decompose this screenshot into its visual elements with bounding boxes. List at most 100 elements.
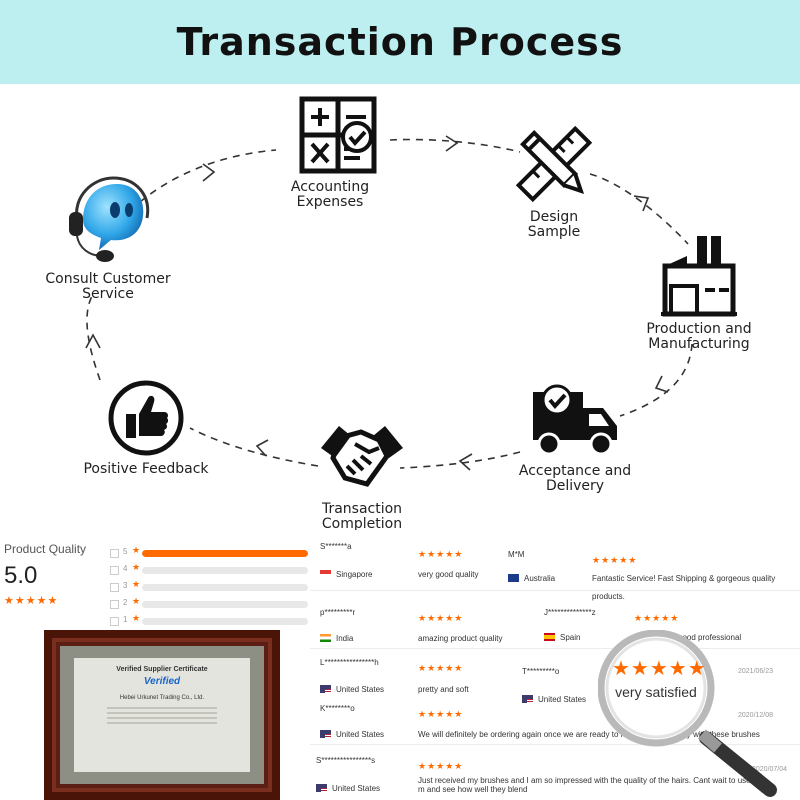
process-cycle: Accounting Expenses Design Sample [0, 84, 800, 532]
certificate-mat: Verified Supplier Certificate Verified H… [60, 646, 264, 784]
flag-sg-icon [320, 570, 331, 578]
review-date: 2021/06/23 [738, 668, 774, 675]
product-quality-summary: Product Quality 5.0 ★★★★★ 5 ★ 4 ★ 3 ★ [4, 542, 308, 626]
review-user: S****************s [316, 756, 376, 765]
review-item: T*********o [522, 667, 559, 676]
review-text: We will definitely be ordering again onc… [418, 730, 760, 739]
step-label-line1: Consult Customer [45, 271, 171, 287]
rating-filter-checkbox[interactable] [110, 617, 119, 626]
rating-bar [142, 584, 308, 591]
step-acceptance-delivery: Acceptance and Delivery [510, 384, 640, 494]
review-list: S*******a ★★★★★ Singapore very good qual… [310, 530, 800, 800]
magnifying-glass: ★★★★★ very satisfied [598, 630, 798, 800]
headset-mascot-icon [69, 176, 150, 262]
review-item: M*M [508, 550, 524, 559]
review-date: 2020/07/04 [752, 766, 788, 773]
step-label-line2: Manufacturing [648, 336, 750, 352]
title-banner: Transaction Process [0, 0, 800, 84]
rating-row[interactable]: 2 ★ [110, 597, 310, 614]
review-stars: ★★★★★ [418, 761, 464, 771]
rating-filter-checkbox[interactable] [110, 566, 119, 575]
review-item: p*********r [320, 608, 355, 617]
rating-value: 2 [123, 598, 128, 607]
review-stars: ★★★★★ [418, 709, 464, 719]
rating-row[interactable]: 1 ★ [110, 614, 310, 631]
product-quality-score: 5.0 [4, 562, 38, 589]
calculator-icon [299, 96, 377, 174]
flag-in-icon [320, 634, 331, 642]
review-country: United States [320, 679, 384, 697]
review-text: always very good professional [634, 633, 742, 642]
review-stars: ★★★★★ [592, 555, 638, 565]
review-stars: ★★★★★ [634, 613, 680, 623]
flag-us-icon [522, 695, 533, 703]
rating-row[interactable]: 4 ★ [110, 563, 310, 580]
step-label-line1: Design [529, 209, 579, 225]
review-country: Australia [508, 568, 555, 586]
step-label-line2: Expenses [296, 194, 364, 210]
magnified-stars: ★★★★★ [612, 656, 707, 680]
step-label-line2: Delivery [545, 478, 605, 494]
supplier-certificate-frame: Verified Supplier Certificate Verified H… [44, 630, 280, 800]
step-label-line1: Transaction [321, 501, 403, 517]
flag-au-icon [508, 574, 519, 582]
review-item: S****************s [316, 756, 375, 765]
review-user: K********o [320, 704, 355, 713]
rating-value: 1 [123, 615, 128, 624]
rating-bar [142, 567, 308, 574]
star-icon: ★ [132, 597, 141, 607]
step-production-manufacturing: Production and Manufacturing [634, 234, 764, 352]
delivery-truck-icon [533, 384, 617, 456]
review-country: United States [522, 689, 586, 707]
certificate-company: Hebei Urkunet Trading Co., Ltd. [119, 695, 205, 701]
magnifier-icon [598, 630, 777, 797]
product-quality-stars: ★★★★★ [4, 594, 59, 607]
rating-distribution: 5 ★ 4 ★ 3 ★ 2 ★ [110, 546, 310, 631]
verified-badge: Verified [143, 676, 181, 687]
step-transaction-completion: Transaction Completion [300, 418, 424, 532]
rating-row[interactable]: 3 ★ [110, 580, 310, 597]
step-accounting-expenses: Accounting Expenses [266, 96, 394, 210]
review-text: Fantastic Service! Fast Shipping & gorge… [592, 574, 776, 601]
review-user: T*********o [522, 667, 560, 676]
step-label-line1: Production and [646, 321, 752, 337]
review-user: J**************z [544, 608, 596, 617]
review-item: L****************h [320, 658, 379, 667]
cycle-dashed-ring [85, 135, 693, 471]
row-divider [310, 648, 800, 649]
step-label-line1: Positive Feedback [83, 461, 209, 477]
step-label-line2: Completion [321, 516, 403, 532]
certificate-paper: Verified Supplier Certificate Verified H… [74, 658, 250, 772]
star-icon: ★ [132, 546, 141, 556]
flag-es-icon [544, 633, 555, 641]
rating-value: 3 [123, 581, 128, 590]
review-item: S*******a [320, 542, 352, 551]
rating-bar [142, 550, 308, 557]
step-label-line1: Accounting [290, 179, 370, 195]
review-country: Spain [544, 627, 580, 645]
step-label-line1: Acceptance and [518, 463, 632, 479]
rating-filter-checkbox[interactable] [110, 583, 119, 592]
magnified-text: very satisfied [615, 684, 697, 700]
review-user: S*******a [320, 542, 352, 551]
step-design-sample: Design Sample [494, 122, 614, 240]
review-stars: ★★★★★ [418, 663, 464, 673]
review-country: Singapore [320, 564, 372, 582]
step-label-line2: Sample [527, 224, 581, 240]
rating-bar [142, 618, 308, 625]
row-divider [310, 744, 800, 745]
rating-value: 4 [123, 564, 128, 573]
review-stars: ★★★★★ [418, 613, 464, 623]
certificate-fine-print [107, 707, 217, 724]
rating-filter-checkbox[interactable] [110, 549, 119, 558]
rating-bar-fill [142, 550, 308, 557]
review-country: India [320, 628, 353, 646]
rating-row[interactable]: 5 ★ [110, 546, 310, 563]
rating-filter-checkbox[interactable] [110, 600, 119, 609]
review-country: United States [316, 778, 380, 796]
step-consult-customer-service: Consult Customer Service [40, 176, 176, 302]
review-item: J**************z [544, 608, 596, 617]
factory-icon [661, 236, 737, 317]
certificate-title: Verified Supplier Certificate [116, 666, 208, 673]
review-country: United States [320, 724, 384, 742]
